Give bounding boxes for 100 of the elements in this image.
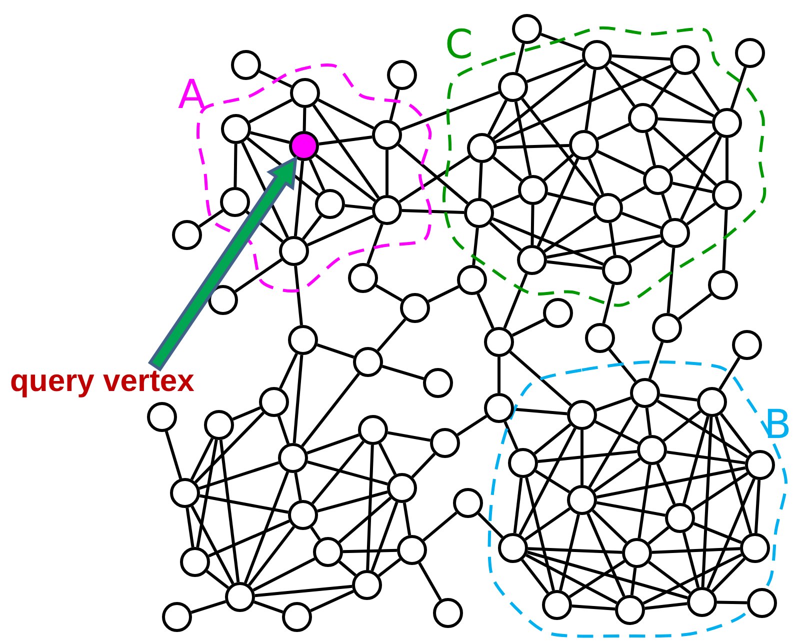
graph-vertex [348, 263, 378, 293]
graph-edge [597, 122, 630, 140]
graph-edge [672, 182, 713, 194]
graph-edge [386, 150, 388, 195]
community-label: C [445, 25, 473, 65]
graph-edge [716, 600, 748, 604]
graph-edge [422, 512, 458, 542]
graph-edge [726, 138, 728, 180]
graph-edge [248, 98, 292, 124]
graph-edge [711, 558, 746, 592]
graph-edge [544, 215, 596, 253]
graph-edge [487, 100, 508, 136]
graph-edge [526, 58, 584, 84]
graph-edge [514, 101, 532, 176]
graph-vertex [687, 587, 717, 617]
graph-edge [754, 480, 761, 534]
graph-edge [366, 444, 374, 570]
graph-edge [294, 266, 303, 326]
graph-vertex [745, 450, 775, 480]
graph-vertex [387, 473, 417, 503]
graph-edge [513, 478, 523, 534]
graph-vertex [352, 570, 382, 600]
graph-edge [546, 260, 602, 270]
graph-vertex [637, 435, 667, 465]
graph-vertex [665, 503, 695, 533]
graph-edge [190, 600, 226, 614]
graph-vertex [353, 347, 383, 377]
graph-edge [234, 144, 238, 188]
graph-vertex [204, 410, 234, 440]
graph-edge [196, 440, 218, 548]
graph-edge [302, 215, 322, 240]
graph-edge [596, 501, 666, 517]
graph-vertex [397, 535, 427, 565]
graph-vertex [660, 218, 690, 248]
graph-edge [294, 160, 304, 236]
graph-edge [521, 98, 600, 198]
graph-vertex [288, 325, 318, 355]
graph-edge [648, 560, 691, 594]
graph-vertex [517, 245, 547, 275]
graph-edge [520, 558, 550, 594]
graph-vertex [740, 533, 770, 563]
graph-edge [310, 590, 354, 612]
graph-edge [512, 318, 546, 337]
graph-edge [559, 514, 580, 591]
graph-edge [658, 117, 712, 124]
graph-vertex [643, 165, 673, 195]
graph-vertex [542, 590, 572, 620]
graph-vertex [484, 327, 514, 357]
graph-edge [524, 507, 571, 541]
graph-edge [701, 416, 713, 588]
graph-edge [610, 60, 714, 118]
graph-vertex [467, 133, 497, 163]
graph-edge [279, 352, 298, 390]
graph-edge [370, 502, 398, 572]
graph-edge [254, 600, 284, 614]
graph-edge [648, 342, 664, 380]
graph-edge [540, 32, 584, 52]
graph-edge [248, 526, 296, 586]
graph-vertex [630, 378, 660, 408]
graph-edge [312, 104, 380, 199]
graph-edge [234, 258, 282, 293]
graph-edge [308, 159, 326, 191]
graph-vertex [282, 602, 312, 632]
graph-vertex [290, 78, 320, 108]
graph-edge [642, 553, 742, 605]
graph-edge [678, 292, 712, 320]
graph-edge [495, 64, 672, 144]
graph-vertex [225, 582, 255, 612]
graph-edge [546, 234, 661, 259]
graph-vertex [508, 448, 538, 478]
graph-vertex [622, 538, 652, 568]
graph-edge [568, 560, 626, 598]
graph-edge [543, 154, 574, 182]
graph-edge [666, 248, 676, 314]
graph-edge [692, 72, 720, 112]
graph-vertex [602, 255, 632, 285]
graph-edge [547, 192, 594, 206]
graph-edge [314, 154, 376, 202]
graph-edge [656, 463, 676, 505]
graph-edge [514, 408, 568, 416]
graph-vertex [172, 220, 202, 250]
graph-edge [661, 194, 672, 220]
graph-edge [489, 222, 522, 252]
graph-edge [318, 135, 372, 146]
graph-vertex [162, 602, 192, 632]
graph-edge [338, 496, 392, 544]
graph-vertex [464, 198, 494, 228]
graph-edge [628, 240, 664, 264]
graph-vertex [221, 114, 251, 144]
graph-vertex [430, 428, 460, 458]
graph-vertex [220, 187, 250, 217]
graph-edge [668, 131, 716, 172]
graph-vertex [433, 598, 463, 628]
graph-edge [580, 430, 584, 485]
graph-edge [252, 558, 316, 592]
graph-edge [662, 410, 702, 442]
graph-vertex [712, 180, 742, 210]
graph-vertex [747, 588, 777, 618]
graph-vertex [484, 393, 514, 423]
graph-edge [302, 108, 306, 132]
